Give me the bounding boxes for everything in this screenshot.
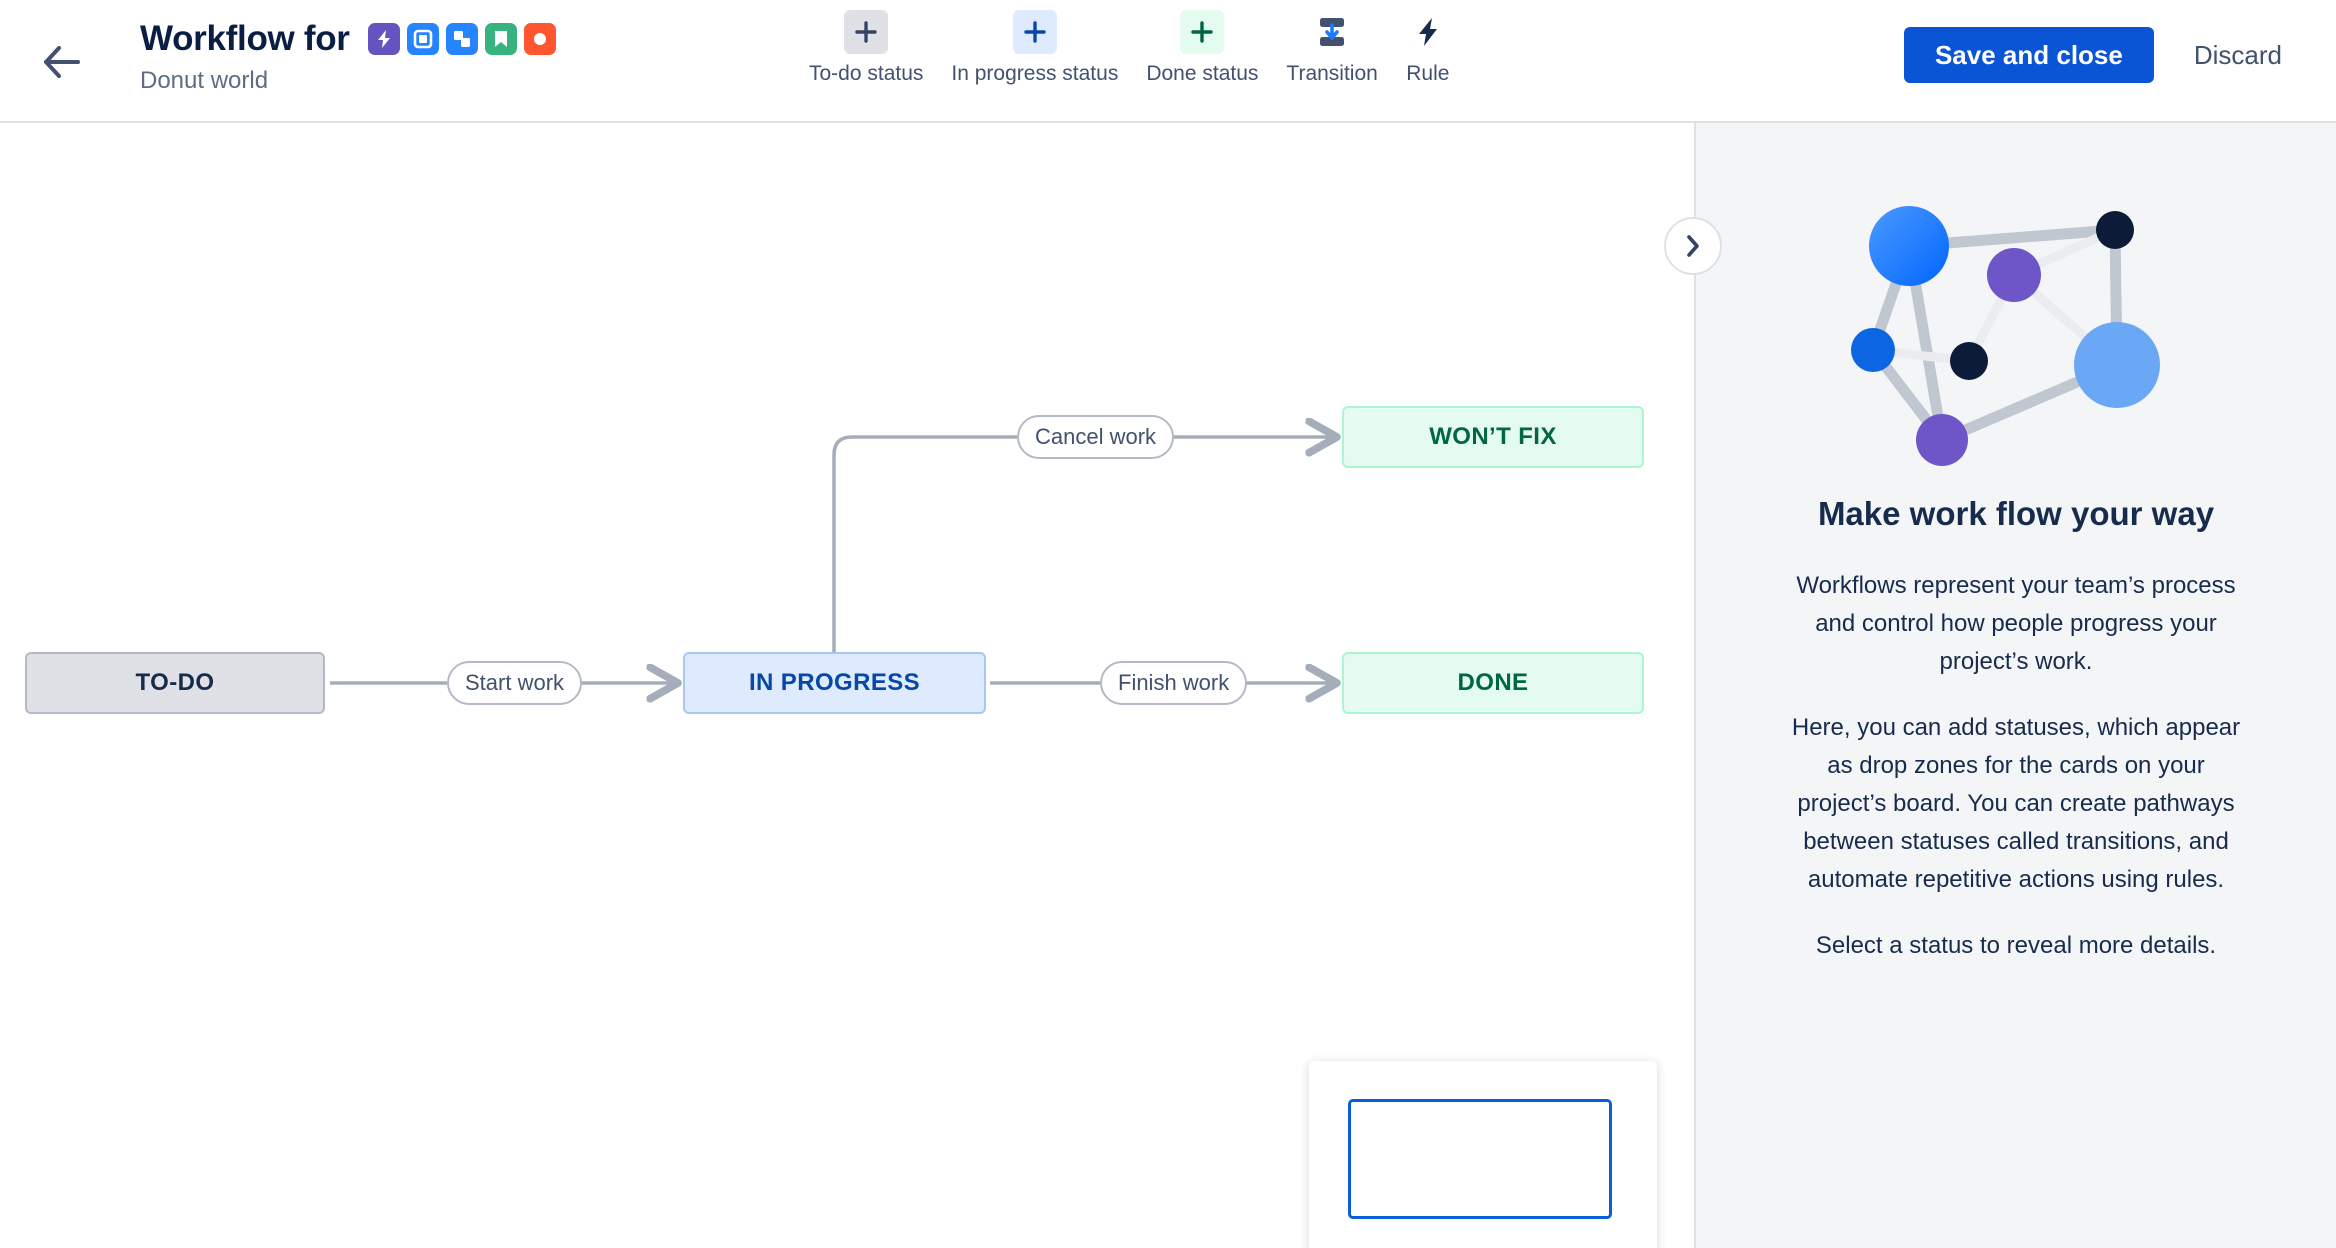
editor-toolbar: To-do status In progress status Done sta… [795, 10, 1464, 87]
minimap-viewport-area[interactable] [1309, 1061, 1657, 1248]
add-rule-label: Rule [1406, 62, 1450, 85]
transition-label: Cancel work [1035, 424, 1157, 449]
info-side-panel: Make work flow your way Workflows repres… [1694, 123, 2336, 1248]
add-done-status-button[interactable]: Done status [1132, 10, 1272, 87]
add-transition-label: Transition [1286, 62, 1378, 85]
panel-heading: Make work flow your way [1817, 495, 2215, 532]
add-todo-status-label: To-do status [809, 62, 924, 85]
status-node-label: WON’T FIX [1429, 423, 1557, 450]
plus-icon [844, 10, 889, 54]
network-graph-illustration [1851, 206, 2160, 466]
add-done-status-label: Done status [1146, 62, 1259, 85]
add-todo-status-button[interactable]: To-do status [795, 10, 937, 87]
transition-finish-work[interactable]: Finish work [1100, 661, 1248, 705]
status-node-label: DONE [1457, 669, 1529, 696]
collapse-panel-button[interactable] [1664, 217, 1722, 275]
workflow-canvas[interactable]: TO-DO IN PROGRESS DONE WON’T FIX Start w… [0, 123, 1694, 1248]
panel-paragraph-3: Select a status to reveal more details. [1815, 932, 2217, 959]
app-header: Workflow for [0, 0, 2336, 123]
story-icon [484, 23, 517, 55]
status-node-wont-fix[interactable]: WON’T FIX [1342, 406, 1644, 468]
status-node-label: TO-DO [135, 669, 215, 696]
lightning-bolt-icon [1406, 10, 1450, 54]
plus-icon [1012, 10, 1057, 54]
page-subtitle: Donut world [140, 67, 269, 94]
transition-label: Start work [465, 670, 565, 695]
status-node-todo[interactable]: TO-DO [25, 652, 325, 714]
panel-paragraph-1: Workflows represent your team’s process … [1796, 572, 2236, 675]
header-actions: Save and close Discard [1903, 27, 2296, 83]
discard-button[interactable]: Discard [2180, 27, 2296, 83]
add-transition-button[interactable]: Transition [1272, 10, 1391, 87]
add-inprogress-status-button[interactable]: In progress status [937, 10, 1132, 87]
panel-paragraph-2: Here, you can add statuses, which appear… [1791, 714, 2241, 893]
transition-cancel-work[interactable]: Cancel work [1017, 415, 1175, 459]
transition-start-work[interactable]: Start work [447, 661, 583, 705]
epic-icon [367, 23, 400, 55]
save-and-close-button[interactable]: Save and close [1903, 27, 2154, 83]
subtask-icon [445, 23, 478, 55]
status-node-in-progress[interactable]: IN PROGRESS [683, 652, 986, 714]
chevron-right-icon [1687, 235, 1699, 257]
arrow-left-icon [44, 46, 80, 78]
page-title: Workflow for [140, 19, 350, 58]
issue-type-icon-group [367, 23, 556, 55]
add-inprogress-status-label: In progress status [951, 62, 1119, 85]
task-icon [406, 23, 439, 55]
status-node-done[interactable]: DONE [1342, 652, 1644, 714]
minimap-viewport-rect[interactable] [1348, 1099, 1612, 1219]
transition-icon [1310, 10, 1354, 54]
transition-label: Finish work [1118, 670, 1230, 695]
canvas-minimap[interactable] [1309, 1061, 1657, 1248]
back-button[interactable] [34, 34, 90, 90]
status-node-label: IN PROGRESS [748, 669, 921, 696]
plus-icon [1180, 10, 1225, 54]
title-block: Workflow for [140, 18, 556, 96]
bug-icon [523, 23, 556, 55]
add-rule-button[interactable]: Rule [1392, 10, 1464, 87]
